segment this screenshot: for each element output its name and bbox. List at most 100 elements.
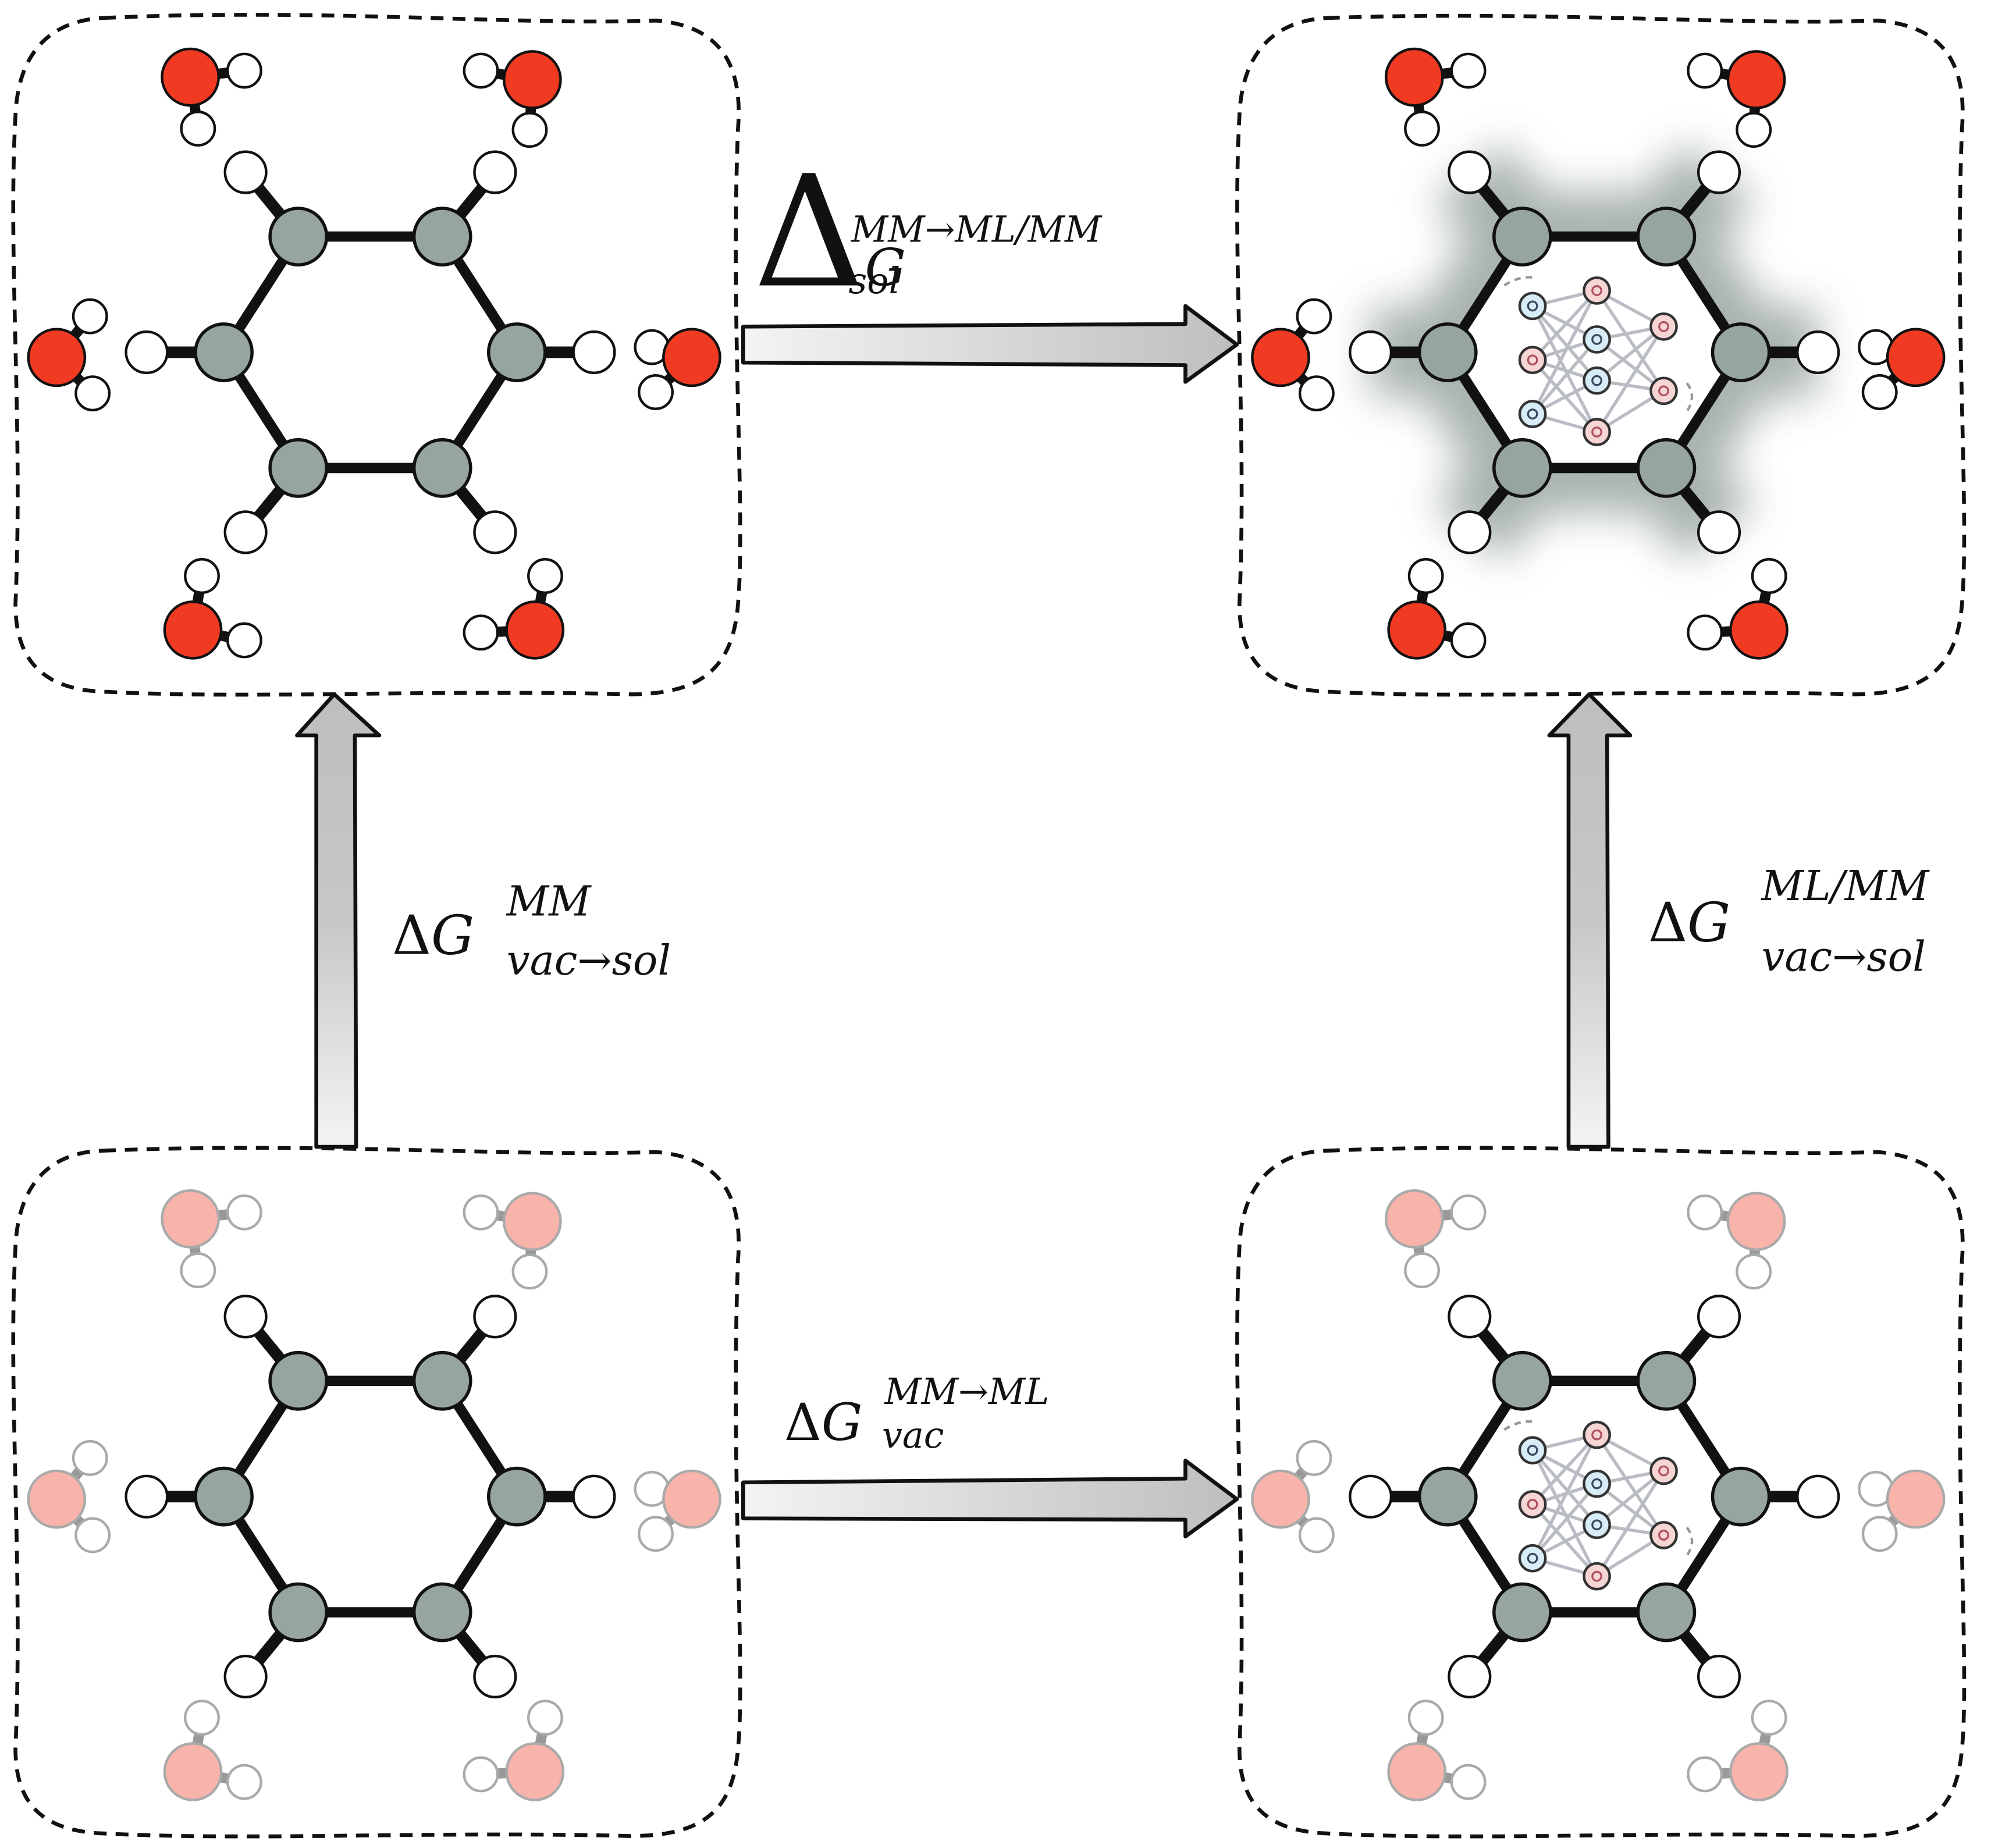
hydrogen-atom	[473, 150, 517, 194]
neural-network-icon	[1503, 276, 1694, 446]
carbon-atom	[1636, 438, 1697, 498]
oxygen-atom	[503, 1192, 562, 1252]
carbon-atom	[1492, 1582, 1552, 1643]
label-subscript: vac→sol	[507, 936, 671, 984]
molecules-layer	[27, 47, 1946, 1801]
nn-node-core	[1658, 1465, 1669, 1477]
hydrogen-atom	[1349, 330, 1393, 375]
water-molecule	[163, 558, 262, 660]
nn-node-core	[1527, 300, 1538, 312]
carbon-atom	[1417, 1466, 1478, 1527]
hydrogen-atom	[1751, 1700, 1787, 1736]
nn-node	[1649, 1521, 1678, 1549]
carbon-atom	[412, 207, 472, 266]
hydrogen-atom	[463, 52, 499, 89]
nn-arc	[1686, 1526, 1694, 1557]
nn-node-core	[1591, 375, 1602, 386]
label-g: G	[1687, 891, 1730, 954]
hydrogen-atom	[180, 1252, 216, 1289]
nn-node-core	[1658, 1530, 1669, 1541]
oxygen-atom	[1729, 1742, 1789, 1801]
carbon-atom	[194, 1466, 254, 1527]
nn-edge	[1531, 289, 1598, 361]
nn-edge	[1595, 1470, 1665, 1577]
nn-node	[1649, 1456, 1678, 1485]
nn-edge	[1595, 325, 1665, 382]
oxygen-atom	[163, 1742, 223, 1801]
label-superscript: ML/MM	[1760, 862, 1930, 910]
hydrogen-atom	[1687, 52, 1723, 89]
nn-node-core	[1527, 1499, 1538, 1510]
oxygen-atom	[1729, 600, 1789, 660]
carbon-atom	[1636, 1582, 1697, 1643]
carbon-atom	[1492, 1350, 1552, 1411]
nn-node-core	[1591, 1570, 1602, 1582]
label-subscript: sol	[848, 260, 900, 302]
hydrogen-atom	[72, 1439, 108, 1476]
arrow-right	[1547, 692, 1633, 1149]
hydrogen-atom	[1450, 622, 1487, 659]
oxygen-atom	[1387, 1742, 1447, 1801]
nn-node	[1518, 1544, 1547, 1573]
hydrogen-atom	[1296, 1439, 1332, 1476]
hydrogen-atom	[1697, 1654, 1741, 1699]
carbon-atom	[412, 1582, 472, 1643]
nn-node-core	[1591, 426, 1602, 438]
water-molecule	[1387, 558, 1487, 660]
oxygen-atom	[161, 47, 220, 107]
nn-arc	[1503, 1420, 1535, 1431]
nn-node	[1583, 1469, 1611, 1498]
nn-edge	[1595, 325, 1665, 433]
hydrogen-atom	[74, 1517, 111, 1554]
nn-node-core	[1527, 1552, 1538, 1564]
hydrogen-atom	[1697, 510, 1741, 554]
nn-node	[1583, 325, 1611, 354]
nn-node-core	[1527, 1445, 1538, 1456]
water-molecule	[1384, 1189, 1487, 1289]
water-molecule	[1858, 328, 1946, 410]
svg-text:ΔG: ΔG	[392, 904, 474, 967]
nn-node	[1518, 1436, 1547, 1464]
svg-text:ΔG: ΔG	[784, 1392, 862, 1452]
hydrogen-atom	[527, 1700, 563, 1736]
hydrogen-atom	[74, 375, 111, 412]
nn-node	[1583, 1562, 1611, 1591]
hydrogen-atom	[1687, 1756, 1723, 1793]
label-g: G	[822, 1392, 863, 1452]
water-molecule	[634, 328, 721, 410]
water-molecule	[1251, 298, 1335, 412]
panel-solvated-mm	[11, 13, 742, 697]
benzene-molecule	[1349, 1295, 1840, 1699]
carbon-atom	[412, 438, 472, 498]
nn-node	[1518, 291, 1547, 321]
nn-edge	[1531, 338, 1598, 415]
hydrogen-atom	[1861, 374, 1898, 410]
svg-text:ΔG: ΔG	[753, 143, 906, 322]
hydrogen-atom	[1450, 1764, 1487, 1800]
hydrogen-atom	[223, 1295, 268, 1339]
label-g: G	[865, 238, 906, 298]
hydrogen-atom	[1448, 1654, 1492, 1699]
benzene-molecule	[125, 1295, 616, 1699]
hydrogen-atom	[1697, 150, 1741, 194]
label-top: ΔG MM→ML/MM sol	[753, 143, 1103, 322]
hydrogen-atom	[226, 52, 262, 89]
water-molecule	[1384, 47, 1487, 147]
label-bottom: ΔG MM→ML vac	[784, 1371, 1049, 1456]
water-molecule	[1858, 1469, 1946, 1552]
carbon-atom	[268, 438, 329, 498]
hydrogen-atom	[72, 298, 108, 335]
hydrogen-atom	[463, 614, 499, 651]
hydrogen-atom	[1450, 1194, 1487, 1231]
nn-node-core	[1591, 1519, 1602, 1531]
hydrogen-atom	[1687, 614, 1723, 651]
label-delta: Δ	[784, 1392, 822, 1452]
nn-edge	[1595, 1469, 1665, 1526]
label-delta: Δ	[392, 904, 431, 967]
oxygen-atom	[662, 1469, 721, 1529]
label-superscript: MM→ML/MM	[851, 208, 1103, 250]
nn-node	[1518, 1490, 1547, 1519]
nn-node	[1583, 276, 1611, 305]
oxygen-atom	[1387, 600, 1447, 660]
nn-edge	[1595, 289, 1665, 392]
